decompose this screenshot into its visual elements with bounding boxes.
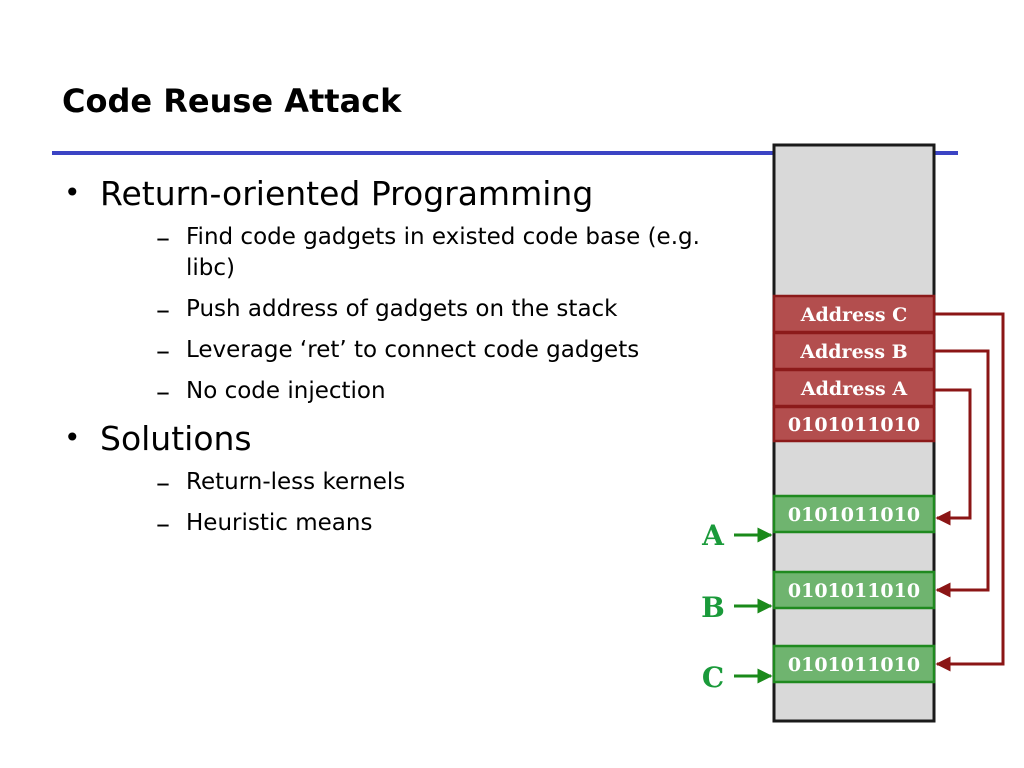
- overwritten-cell-label: 0101011010: [788, 414, 920, 436]
- sub-bullet-dash: –: [156, 334, 170, 367]
- bullet-solutions: • Solutions – Return-less kernels – Heur…: [60, 417, 700, 539]
- sub-list-rop: – Find code gadgets in existed code base…: [100, 222, 700, 407]
- title-underline: [52, 151, 958, 155]
- bullet-rop: • Return-oriented Programming – Find cod…: [60, 172, 700, 407]
- gadget-cell-a-label: 0101011010: [788, 504, 920, 526]
- pointer-label-b: B: [701, 591, 725, 624]
- gadget-cell-b: 0101011010: [772, 570, 936, 610]
- sub-bullet-dash: –: [156, 507, 170, 540]
- gadget-cell-c-label: 0101011010: [788, 654, 920, 676]
- bullet-dot: •: [64, 421, 81, 454]
- bullet-dot: •: [64, 176, 81, 209]
- sub-bullet-dash: –: [156, 293, 170, 326]
- sub-bullet: – Return-less kernels: [100, 467, 700, 498]
- bullet-text: Return-oriented Programming: [100, 174, 594, 213]
- pointer-label-a: A: [701, 519, 725, 552]
- gadget-cell-c: 0101011010: [772, 644, 936, 684]
- slide-title: Code Reuse Attack: [62, 82, 402, 120]
- address-cell-a: Address A: [772, 368, 936, 408]
- bullet-text: Solutions: [100, 419, 252, 458]
- gadget-cell-a: 0101011010: [772, 494, 936, 534]
- sub-bullet-text: Find code gadgets in existed code base (…: [186, 224, 700, 281]
- overwritten-cell: 0101011010: [772, 405, 936, 443]
- sub-list-solutions: – Return-less kernels – Heuristic means: [100, 467, 700, 539]
- sub-bullet: – Push address of gadgets on the stack: [100, 294, 700, 325]
- arrow-address-b-to-gadget-b: [934, 349, 990, 598]
- address-cell-b: Address B: [772, 331, 936, 371]
- address-cell-a-label: Address A: [800, 378, 907, 400]
- sub-bullet-dash: –: [156, 375, 170, 408]
- address-cell-c: Address C: [772, 294, 936, 334]
- sub-bullet-text: Leverage ‘ret’ to connect code gadgets: [186, 337, 640, 363]
- address-cell-b-label: Address B: [799, 341, 907, 363]
- sub-bullet-text: Heuristic means: [186, 510, 373, 536]
- sub-bullet-text: No code injection: [186, 378, 386, 404]
- sub-bullet: – Find code gadgets in existed code base…: [100, 222, 700, 284]
- bullet-list: • Return-oriented Programming – Find cod…: [60, 172, 700, 549]
- address-cell-c-label: Address C: [800, 304, 908, 326]
- sub-bullet: – No code injection: [100, 376, 700, 407]
- gadget-cell-b-label: 0101011010: [788, 580, 920, 602]
- sub-bullet-text: Push address of gadgets on the stack: [186, 296, 618, 322]
- sub-bullet-dash: –: [156, 221, 170, 254]
- arrow-address-c-to-gadget-c: [934, 312, 1005, 672]
- sub-bullet: – Leverage ‘ret’ to connect code gadgets: [100, 335, 700, 366]
- pointer-label-c: C: [702, 661, 724, 694]
- sub-bullet: – Heuristic means: [100, 508, 700, 539]
- arrow-address-a-to-gadget-a: [934, 388, 972, 526]
- sub-bullet-dash: –: [156, 466, 170, 499]
- sub-bullet-text: Return-less kernels: [186, 469, 406, 495]
